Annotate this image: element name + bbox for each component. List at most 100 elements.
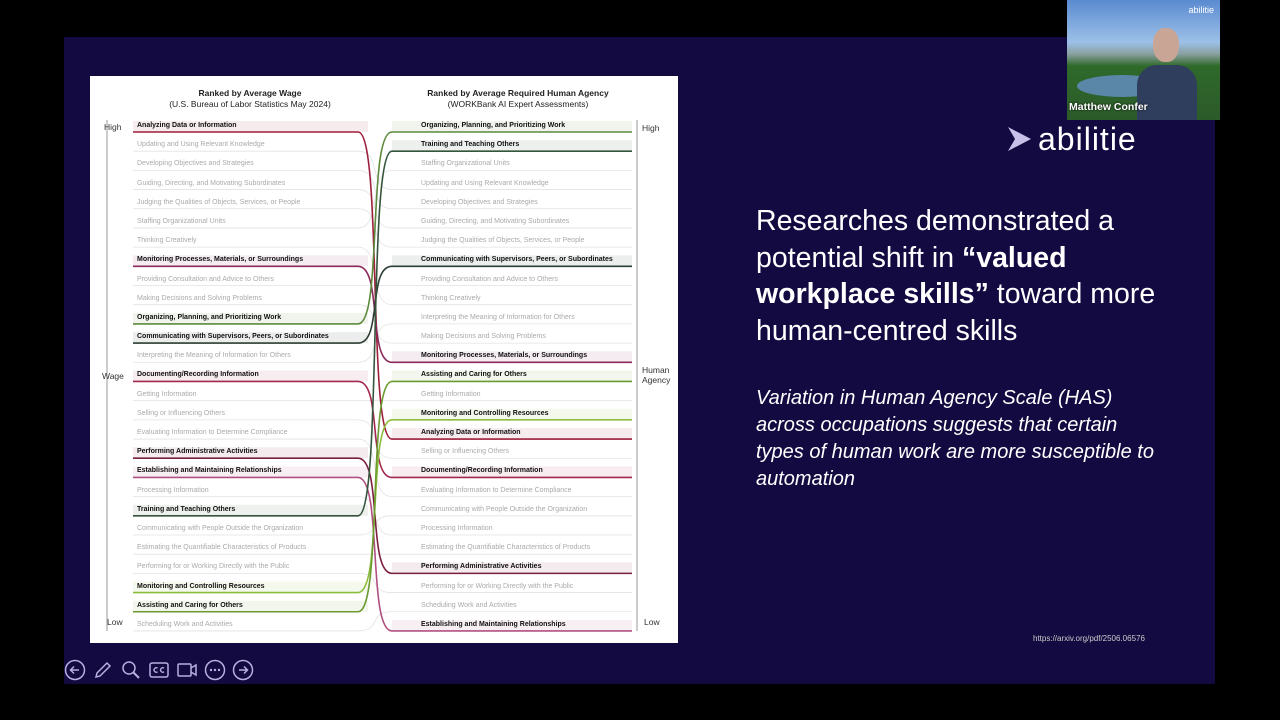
right-row-band — [392, 351, 632, 363]
participant-name: Matthew Confer — [1069, 101, 1148, 113]
right-skill-label: Assisting and Caring for Others — [421, 371, 527, 379]
left-header: Ranked by Average Wage (U.S. Bureau of L… — [150, 88, 350, 110]
left-skill-label: Establishing and Maintaining Relationshi… — [137, 467, 282, 475]
right-skill-label: Judging the Qualities of Objects, Servic… — [421, 237, 585, 245]
left-skill-label: Evaluating Information to Determine Comp… — [137, 429, 288, 437]
right-header-subtitle: (WORKBank AI Expert Assessments) — [447, 99, 589, 109]
left-header-title: Ranked by Average Wage — [198, 88, 302, 98]
left-header-subtitle: (U.S. Bureau of Labor Statistics May 202… — [169, 99, 331, 109]
left-skill-label: Communicating with Supervisors, Peers, o… — [137, 333, 329, 341]
left-skill-label: Assisting and Caring for Others — [137, 601, 243, 609]
left-skill-label: Updating and Using Relevant Knowledge — [137, 141, 265, 149]
left-row-band — [133, 255, 368, 267]
right-skill-label: Performing Administrative Activities — [421, 563, 542, 571]
next-icon[interactable] — [232, 658, 254, 682]
right-axis-high: High — [642, 123, 660, 133]
right-row-band — [392, 428, 632, 440]
right-row-band — [392, 466, 632, 478]
right-row-band — [392, 121, 632, 132]
right-row-band — [392, 408, 632, 420]
left-skill-label: Performing for or Working Directly with … — [137, 563, 290, 571]
right-axis-low: Low — [644, 617, 660, 627]
right-skill-label: Monitoring Processes, Materials, or Surr… — [421, 352, 588, 360]
previous-icon[interactable] — [64, 658, 86, 682]
right-row-band — [392, 255, 632, 267]
left-row-band — [133, 370, 368, 382]
pen-icon[interactable] — [92, 658, 114, 682]
right-skill-label: Interpreting the Meaning of Information … — [421, 313, 575, 321]
skill-rank-line — [133, 169, 632, 210]
left-skill-label: Analyzing Data or Information — [137, 122, 237, 129]
chart-lines — [106, 120, 638, 632]
skill-rank-line — [133, 380, 632, 613]
left-row-band — [133, 581, 368, 593]
left-skill-label: Processing Information — [137, 486, 209, 494]
left-skill-label: Getting Information — [137, 390, 197, 398]
zoom-icon[interactable] — [120, 658, 142, 682]
right-skill-label: Monitoring and Controlling Resources — [421, 409, 549, 417]
skill-rank-line — [133, 131, 632, 440]
skill-rank-line — [133, 572, 632, 593]
right-skill-label: Estimating the Quantifiable Characterist… — [421, 544, 591, 552]
left-axis-low: Low — [107, 617, 123, 627]
right-row-band — [392, 562, 632, 574]
left-row-band — [133, 312, 368, 324]
participant-video — [1137, 20, 1197, 120]
logo-mark-icon — [1008, 127, 1031, 151]
skill-rank-line — [133, 476, 632, 632]
slideshow-controls — [64, 658, 254, 682]
left-row-band — [133, 447, 368, 459]
skill-rank-line — [133, 611, 632, 632]
left-row-band — [133, 332, 368, 344]
left-skill-label: Judging the Qualities of Objects, Servic… — [137, 198, 301, 206]
right-row-band — [392, 370, 632, 382]
right-skill-label: Evaluating Information to Determine Comp… — [421, 486, 572, 494]
right-skill-label: Establishing and Maintaining Relationshi… — [421, 620, 566, 628]
slide-title: Researches demonstrated a potential shif… — [756, 205, 1156, 347]
left-skill-label: Monitoring Processes, Materials, or Surr… — [137, 256, 304, 264]
skill-rank-line — [133, 150, 632, 190]
right-skill-label: Thinking Creatively — [421, 294, 481, 302]
left-row-band — [133, 504, 368, 516]
captions-icon[interactable] — [148, 658, 170, 682]
right-skill-label: Staffing Organizational Units — [421, 160, 510, 168]
left-skill-label: Scheduling Work and Activities — [137, 620, 233, 628]
skill-rank-line — [133, 189, 632, 229]
left-skill-label: Thinking Creatively — [137, 237, 197, 245]
right-skill-label: Training and Teaching Others — [421, 141, 520, 149]
left-skill-label: Staffing Organizational Units — [137, 217, 226, 225]
right-skill-label: Communicating with Supervisors, Peers, o… — [421, 256, 613, 264]
bump-chart: Ranked by Average Wage (U.S. Bureau of L… — [90, 76, 678, 643]
left-row-band — [133, 121, 368, 132]
left-row-band — [133, 466, 368, 478]
left-skill-label: Training and Teaching Others — [137, 505, 236, 513]
webcam-brand: abilitie — [1188, 5, 1214, 15]
left-skill-label: Providing Consultation and Advice to Oth… — [137, 275, 274, 283]
right-axis-label: Human Agency — [642, 365, 671, 385]
right-header-title: Ranked by Average Required Human Agency — [427, 88, 609, 98]
slide-text: Researches demonstrated a potential shif… — [756, 203, 1176, 493]
right-header: Ranked by Average Required Human Agency … — [408, 88, 628, 110]
right-skill-label: Analyzing Data or Information — [421, 429, 521, 437]
left-skill-label: Monitoring and Controlling Resources — [137, 582, 265, 590]
right-skill-label: Documenting/Recording Information — [421, 467, 543, 475]
right-skill-label: Updating and Using Relevant Knowledge — [421, 179, 549, 187]
webcam-video: abilitie — [1067, 0, 1220, 120]
skill-rank-line — [133, 169, 632, 229]
right-skill-label: Selling or Influencing Others — [421, 448, 509, 456]
left-axis-label: Wage — [102, 371, 124, 381]
skill-rank-line — [133, 380, 632, 479]
left-skill-label: Interpreting the Meaning of Information … — [137, 352, 291, 360]
slide-subtitle: Variation in Human Agency Scale (HAS) ac… — [756, 387, 1154, 490]
source-link[interactable]: https://arxiv.org/pdf/2506.06576 — [1033, 634, 1145, 643]
left-skill-label: Communicating with People Outside the Or… — [137, 524, 304, 532]
more-icon[interactable] — [204, 658, 226, 682]
right-skill-label: Developing Objectives and Strategies — [421, 198, 538, 206]
skill-rank-line — [133, 131, 632, 325]
right-skill-label: Getting Information — [421, 390, 481, 398]
right-skill-label: Processing Information — [421, 524, 493, 532]
left-skill-label: Documenting/Recording Information — [137, 371, 259, 379]
camera-icon[interactable] — [176, 658, 198, 682]
skill-rank-line — [133, 419, 632, 459]
left-row-band — [133, 600, 368, 612]
